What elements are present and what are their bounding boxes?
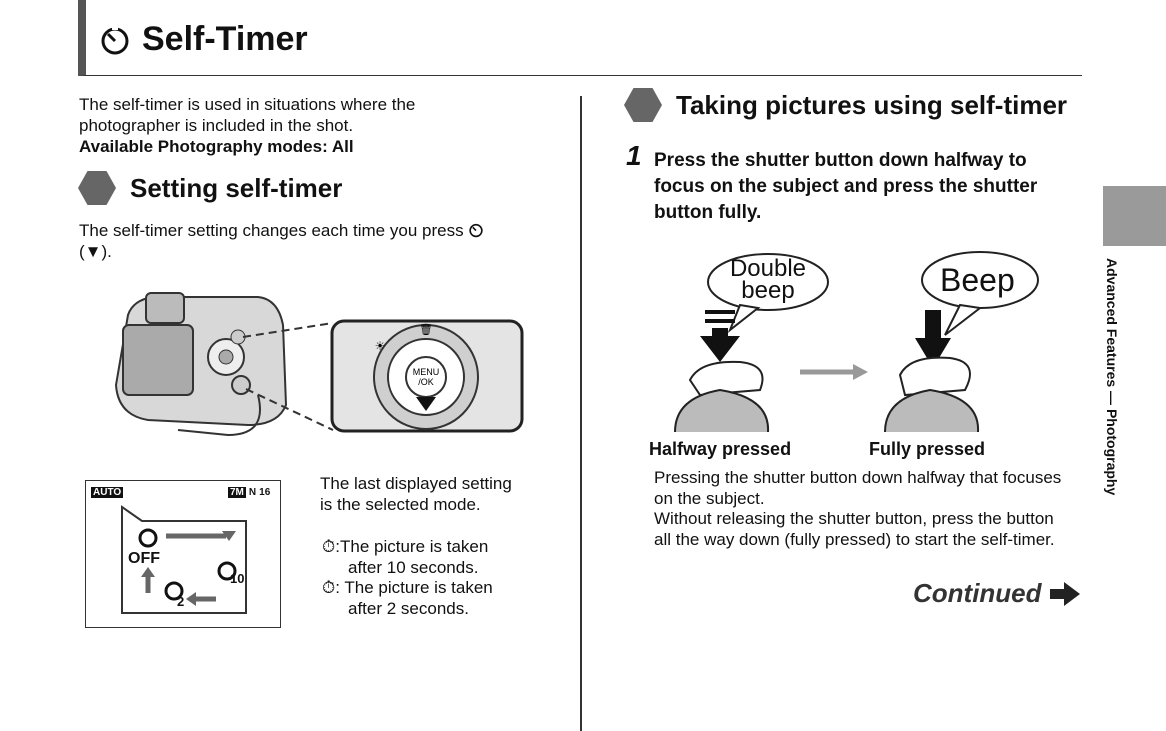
last-setting-text: The last displayed setting is the select…: [320, 473, 512, 515]
camera-illustration: MENU /OK 🗑 ☀: [114, 292, 524, 437]
step-line-2: focus on the subject and press the shutt…: [654, 176, 1038, 197]
svg-text:MENU: MENU: [413, 367, 440, 377]
step-text: Press the shutter button down halfway to…: [654, 148, 1037, 226]
chapter-tab: [1103, 186, 1166, 246]
intro-text: The self-timer is used in situations whe…: [79, 94, 415, 157]
hexagon-icon: [624, 88, 662, 122]
timer-icon: [469, 223, 483, 238]
bubble-left-line-2: beep: [741, 277, 795, 304]
column-divider: [580, 96, 582, 731]
ten-second-line-2: after 10 seconds.: [348, 558, 479, 577]
setting-text-line-2: (▼).: [79, 242, 112, 261]
shot-count: 16: [259, 487, 271, 498]
image-size-badge: 7M: [228, 487, 246, 498]
step-number: 1: [626, 140, 642, 171]
two-second-line-2: after 2 seconds.: [348, 599, 469, 618]
step-line-1: Press the shutter button down halfway to: [654, 150, 1027, 171]
svg-text:/OK: /OK: [418, 377, 434, 387]
timer-icon: [101, 25, 129, 54]
shutter-illustration: [674, 251, 1039, 433]
svg-text:🗑: 🗑: [419, 323, 433, 336]
continued-link[interactable]: Continued: [913, 578, 1080, 609]
ten-label: 10: [230, 571, 245, 586]
lcd-diagram: AUTO 7M N 16 OFF 10 2: [85, 480, 281, 628]
section-setting-title: Setting self-timer: [130, 172, 343, 203]
off-label: OFF: [128, 550, 160, 567]
caption-halfway: Halfway pressed: [649, 439, 792, 459]
bubble-right: Beep: [940, 262, 1015, 298]
setting-text: The self-timer setting changes each time…: [79, 220, 484, 262]
title-bar: [78, 0, 1082, 76]
svg-text:☀: ☀: [375, 339, 386, 353]
ten-second-line-1: :The picture is taken: [335, 537, 489, 556]
description-line-2: on the subject.: [654, 488, 765, 508]
last-setting-line-1: The last displayed setting: [320, 474, 512, 493]
auto-badge: AUTO: [91, 487, 124, 498]
intro-line-1: The self-timer is used in situations whe…: [79, 95, 416, 114]
ten-second-text: ⏱:The picture is taken after 10 seconds.: [322, 537, 489, 577]
continued-label: Continued: [913, 578, 1042, 608]
section-taking-heading: Taking pictures using self-timer: [624, 88, 1067, 122]
page-title-text: Self-Timer: [142, 20, 308, 58]
setting-text-line-1: The self-timer setting changes each time…: [79, 221, 464, 240]
caption-fully: Fully pressed: [869, 439, 986, 459]
description-text: Pressing the shutter button down halfway…: [654, 468, 1061, 550]
timer-cycle-diagram: [121, 505, 247, 614]
step-line-3: button fully.: [654, 202, 762, 223]
hexagon-icon: [78, 171, 116, 205]
description-line-1: Pressing the shutter button down halfway…: [654, 468, 1062, 487]
two-second-text: ⏱: The picture is taken after 2 seconds.: [322, 578, 493, 618]
two-label: 2: [177, 594, 185, 609]
quality-label: N: [248, 487, 257, 498]
available-modes: Available Photography modes: All: [79, 137, 354, 156]
section-setting-heading: Setting self-timer: [78, 171, 342, 205]
description-line-4: all the way down (fully pressed) to star…: [654, 529, 1055, 549]
side-label-text: Advanced Features — Photography: [1104, 258, 1120, 496]
section-taking-title: Taking pictures using self-timer: [676, 89, 1068, 120]
side-label: Advanced Features — Photography: [1100, 258, 1128, 518]
description-line-3: Without releasing the shutter button, pr…: [654, 509, 1054, 528]
last-setting-line-2: is the selected mode.: [320, 495, 481, 514]
page-title: Self-Timer: [100, 20, 308, 59]
bubble-left-line-1: Double: [729, 255, 807, 282]
intro-line-2: photographer is included in the shot.: [79, 116, 354, 135]
bubble-left: Double beep: [728, 255, 808, 304]
arrow-right-icon: [1049, 581, 1080, 606]
two-second-line-1: : The picture is taken: [335, 578, 493, 597]
